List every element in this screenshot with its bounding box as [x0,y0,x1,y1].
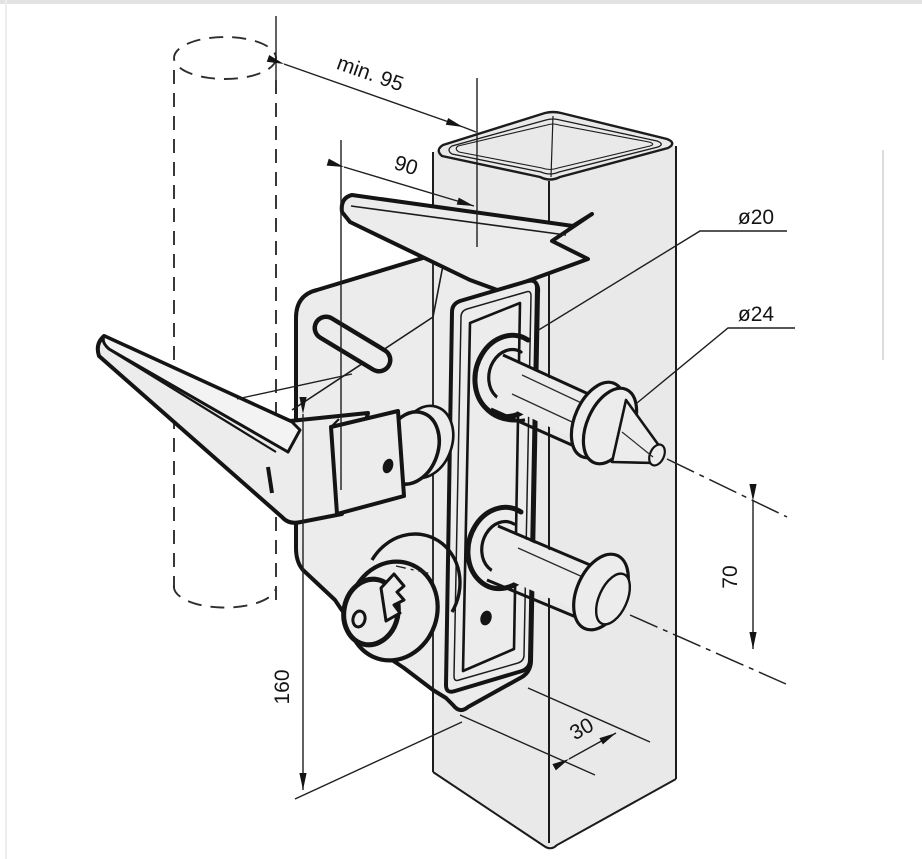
bottom-latch-bolt [465,504,787,685]
handle-flange-top-edge [330,418,340,428]
label-dia24: ø24 [738,303,775,326]
key-stem [379,572,406,623]
bottom-bolt-shaft-top [497,524,603,572]
tube-top-ellipse [173,36,277,80]
top-bolt-axis-centerline [666,458,788,518]
bottom-bolt-axis-centerline [629,614,787,685]
latch-arm-crease [350,205,567,236]
tube-bottom-arc [172,584,277,609]
label-70: 70 [719,565,742,588]
post-top-face-inner-rim [448,118,662,175]
gate-frame-tube-dashed [172,36,277,609]
top-latch-bolt [472,332,788,518]
bottom-bolt-shaft-bottom [486,578,589,624]
handle-lever-top [101,334,302,454]
min95-dimension-line [266,54,464,128]
cylinder-body-arc [370,532,462,613]
faceplate-bezel [453,290,532,682]
dim160-bottom-baseline [294,721,463,800]
scan-artifact-line [882,150,884,360]
leader-dia20 [536,230,787,332]
min95-overshoot [462,126,477,133]
top-bolt-cone-shade [621,431,654,458]
post-bottom-left-edge [432,771,677,850]
lock-top-slot-inner [317,319,388,369]
top-bolt-guide-outer [472,332,536,420]
dim30-dimension-line [552,732,617,771]
page-left-edge [5,0,7,859]
label-160: 160 [271,669,294,704]
top-bolt-tip [648,443,666,467]
dia24-leader-line [636,327,795,404]
top-bolt-shaft-shade1 [521,374,591,408]
post-top-face-inner-rim2 [455,123,654,171]
leader-dia24 [636,327,795,404]
faceplate-slot [461,301,522,673]
dimension-90 [326,78,478,490]
dimension-min-95 [266,16,477,133]
page-top-edge [0,0,922,4]
handle-crease [109,349,277,453]
cylinder-centerline [395,565,433,575]
key-cylinder [341,532,462,663]
bottom-bolt-face [594,572,632,626]
handle-flange [329,409,406,516]
dimension-160 [236,373,463,800]
label-90: 90 [391,151,420,180]
handle-tick-1 [266,466,274,494]
dimension-30 [459,687,651,776]
bottom-bolt-shaft-shade [517,547,586,579]
dim90-dimension-line [326,158,475,207]
faceplate-screw [480,610,492,626]
label-dia20: ø20 [738,206,774,229]
post-top-centerline [550,115,554,178]
dim30-baseline-right [527,687,651,743]
key-bow-hole [351,609,367,629]
handle-flange-screw [382,458,394,474]
dia20-leader-line [536,230,787,332]
dimensions [236,16,795,800]
label-min-95: min. 95 [334,52,407,97]
dim160-top-projection [236,373,353,400]
